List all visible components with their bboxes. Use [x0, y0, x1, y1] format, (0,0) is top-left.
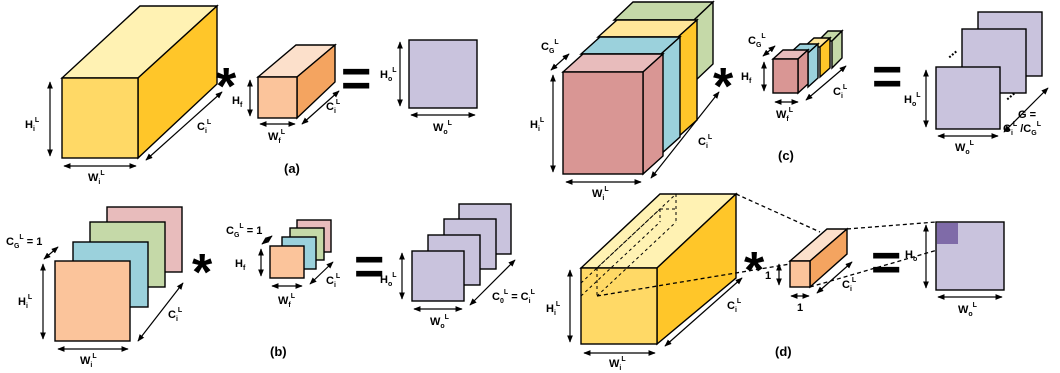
panel-c-output-w-label: WoL: [955, 140, 975, 156]
panel-d-projection-lines: [596, 193, 821, 297]
panel-d-conv-operator: *: [744, 242, 765, 300]
panel-c-filter-group-label: CGL: [748, 33, 766, 49]
panel-c-input-c-label: CiL: [698, 134, 713, 150]
panel-b-input-channel-1: [54, 260, 131, 342]
panel-c-input-c-arrow: [650, 91, 720, 179]
panel-a-filter-c-arrow: [301, 90, 340, 125]
panel-a-input-w-label: WiL: [88, 170, 105, 186]
panel-d-input-w-label: WiL: [609, 356, 626, 372]
panel-a-input-c-label: CiL: [197, 119, 212, 135]
panel-d-equals-operator: =: [871, 234, 901, 292]
panel-b-conv-operator: *: [192, 244, 213, 302]
panel-b-group-label: CGL = 1: [6, 234, 42, 250]
panel-d-input-h-label: HiL: [546, 301, 561, 317]
panel-a-input-h-label: HiL: [25, 117, 40, 133]
panel-c-filter-h-label: Hf: [741, 71, 752, 85]
panel-b-filter-1: [269, 245, 305, 279]
panel-b-equals-operator: =: [354, 238, 384, 296]
panel-a-input-tensor: [60, 4, 219, 160]
panel-d-filter-one-h-label: 1: [797, 302, 803, 314]
panel-a-filter: [256, 43, 337, 120]
panel-d-output-w-label: WoL: [958, 302, 978, 318]
panel-c-output-map-1: [935, 66, 1001, 130]
panel-b-input-channels: [54, 206, 183, 342]
panel-c-group-label: CGL: [541, 39, 559, 55]
panel-a-output-w-label: WoL: [433, 120, 453, 136]
panel-c-grouped-input: [561, 0, 715, 176]
panel-b-group-arrow: [43, 246, 59, 260]
panel-b-filter-group-arrow: [261, 235, 273, 245]
panel-c-g-label-line1: G =: [1018, 109, 1036, 121]
panel-b-filter-h-label: Hf: [235, 258, 246, 272]
panel-a-filter-c-label: CiL: [326, 99, 341, 115]
panel-a-filter-w-label: WfL: [268, 129, 286, 145]
panel-b: CGL = 1 HiL WiL CiL * CGL = 1 Hf WfL CiL…: [6, 203, 536, 369]
panel-a-conv-operator: *: [216, 58, 237, 116]
panel-b-output-w-label: WoL: [430, 314, 450, 330]
panel-c-dots-top: ⋯: [945, 47, 961, 63]
panel-d-filter-c-arrow: [816, 261, 853, 294]
panel-b-input-c-label: CiL: [168, 307, 183, 323]
panel-a: HiL WiL CiL * Hf WfL CiL = HoL WoL (a): [25, 4, 478, 186]
panel-d-highlighted-column: [580, 193, 677, 297]
panel-b-input-c-arrow: [137, 282, 184, 342]
panel-d-filter-one-v-label: 1: [765, 270, 771, 282]
panel-c-filter-c-arrow: [805, 65, 847, 101]
panel-d-output-h-label: Ho: [905, 249, 917, 263]
panel-d-output-projection-lines: [809, 221, 959, 288]
panel-c-input-w-label: WiL: [592, 186, 609, 202]
panel-b-input-w-label: WiL: [80, 353, 97, 369]
panel-c-filter-w-label: WfL: [776, 107, 794, 123]
panel-b-caption: (b): [270, 344, 287, 359]
panel-c-input-h-label: HiL: [530, 117, 545, 133]
panel-a-filter-h-label: Hf: [232, 95, 243, 109]
panel-b-filter-group-label: CGL = 1: [226, 223, 262, 239]
panel-b-filter-w-label: WfL: [278, 293, 296, 309]
panel-c-grouped-filter: [771, 29, 844, 95]
panel-b-output-map-1: [411, 250, 465, 302]
panel-c-output-c-arrow: [1003, 87, 1049, 133]
panel-a-input-c-arrow: [145, 91, 223, 161]
panel-b-filters: [269, 219, 332, 279]
panel-c: CGL HiL WiL CiL * CGL Hf WfL CiL =: [530, 0, 1049, 202]
panel-b-output-h-label: HoL: [380, 272, 397, 288]
panel-d-filter-c-label: CiL: [842, 277, 857, 293]
panel-b-filter-c-label: CiL: [326, 273, 341, 289]
panel-b-input-h-label: HiL: [18, 294, 33, 310]
panel-c-group-arrow: [550, 53, 570, 71]
panel-b-output-maps: [411, 203, 512, 302]
panel-a-equals-operator: =: [341, 50, 371, 108]
panel-d-caption: (d): [775, 344, 792, 359]
panel-a-caption: (a): [284, 161, 300, 176]
panel-c-output-maps: [935, 11, 1043, 130]
panel-a-output-map: [408, 39, 478, 109]
panel-d-output-pixel: [937, 223, 958, 244]
panel-b-filter-c-arrow: [309, 261, 334, 285]
panel-d-input-c-arrow: [664, 277, 743, 347]
panel-b-output-c-arrow: [469, 259, 516, 306]
panel-c-g-label-line2: CiL /CGL: [1003, 121, 1042, 137]
panel-d-input-c-label: CiL: [727, 298, 742, 314]
panel-c-filter-c-label: CiL: [833, 84, 848, 100]
panel-c-equals-operator: =: [872, 48, 902, 106]
panel-d-input-tensor: [579, 192, 821, 346]
panel-b-output-c-label: C0L = CiL: [492, 289, 536, 305]
panel-c-caption: (c): [778, 148, 794, 163]
panel-c-conv-operator: *: [713, 58, 734, 116]
panel-c-filter-group-arrow: [762, 45, 776, 57]
panel-d: HiL WiL CiL * 1 1 CiL = Ho WoL (d): [546, 192, 1005, 372]
panel-a-output-h-label: HoL: [380, 67, 397, 83]
panel-c-output-h-label: HoL: [904, 92, 921, 108]
